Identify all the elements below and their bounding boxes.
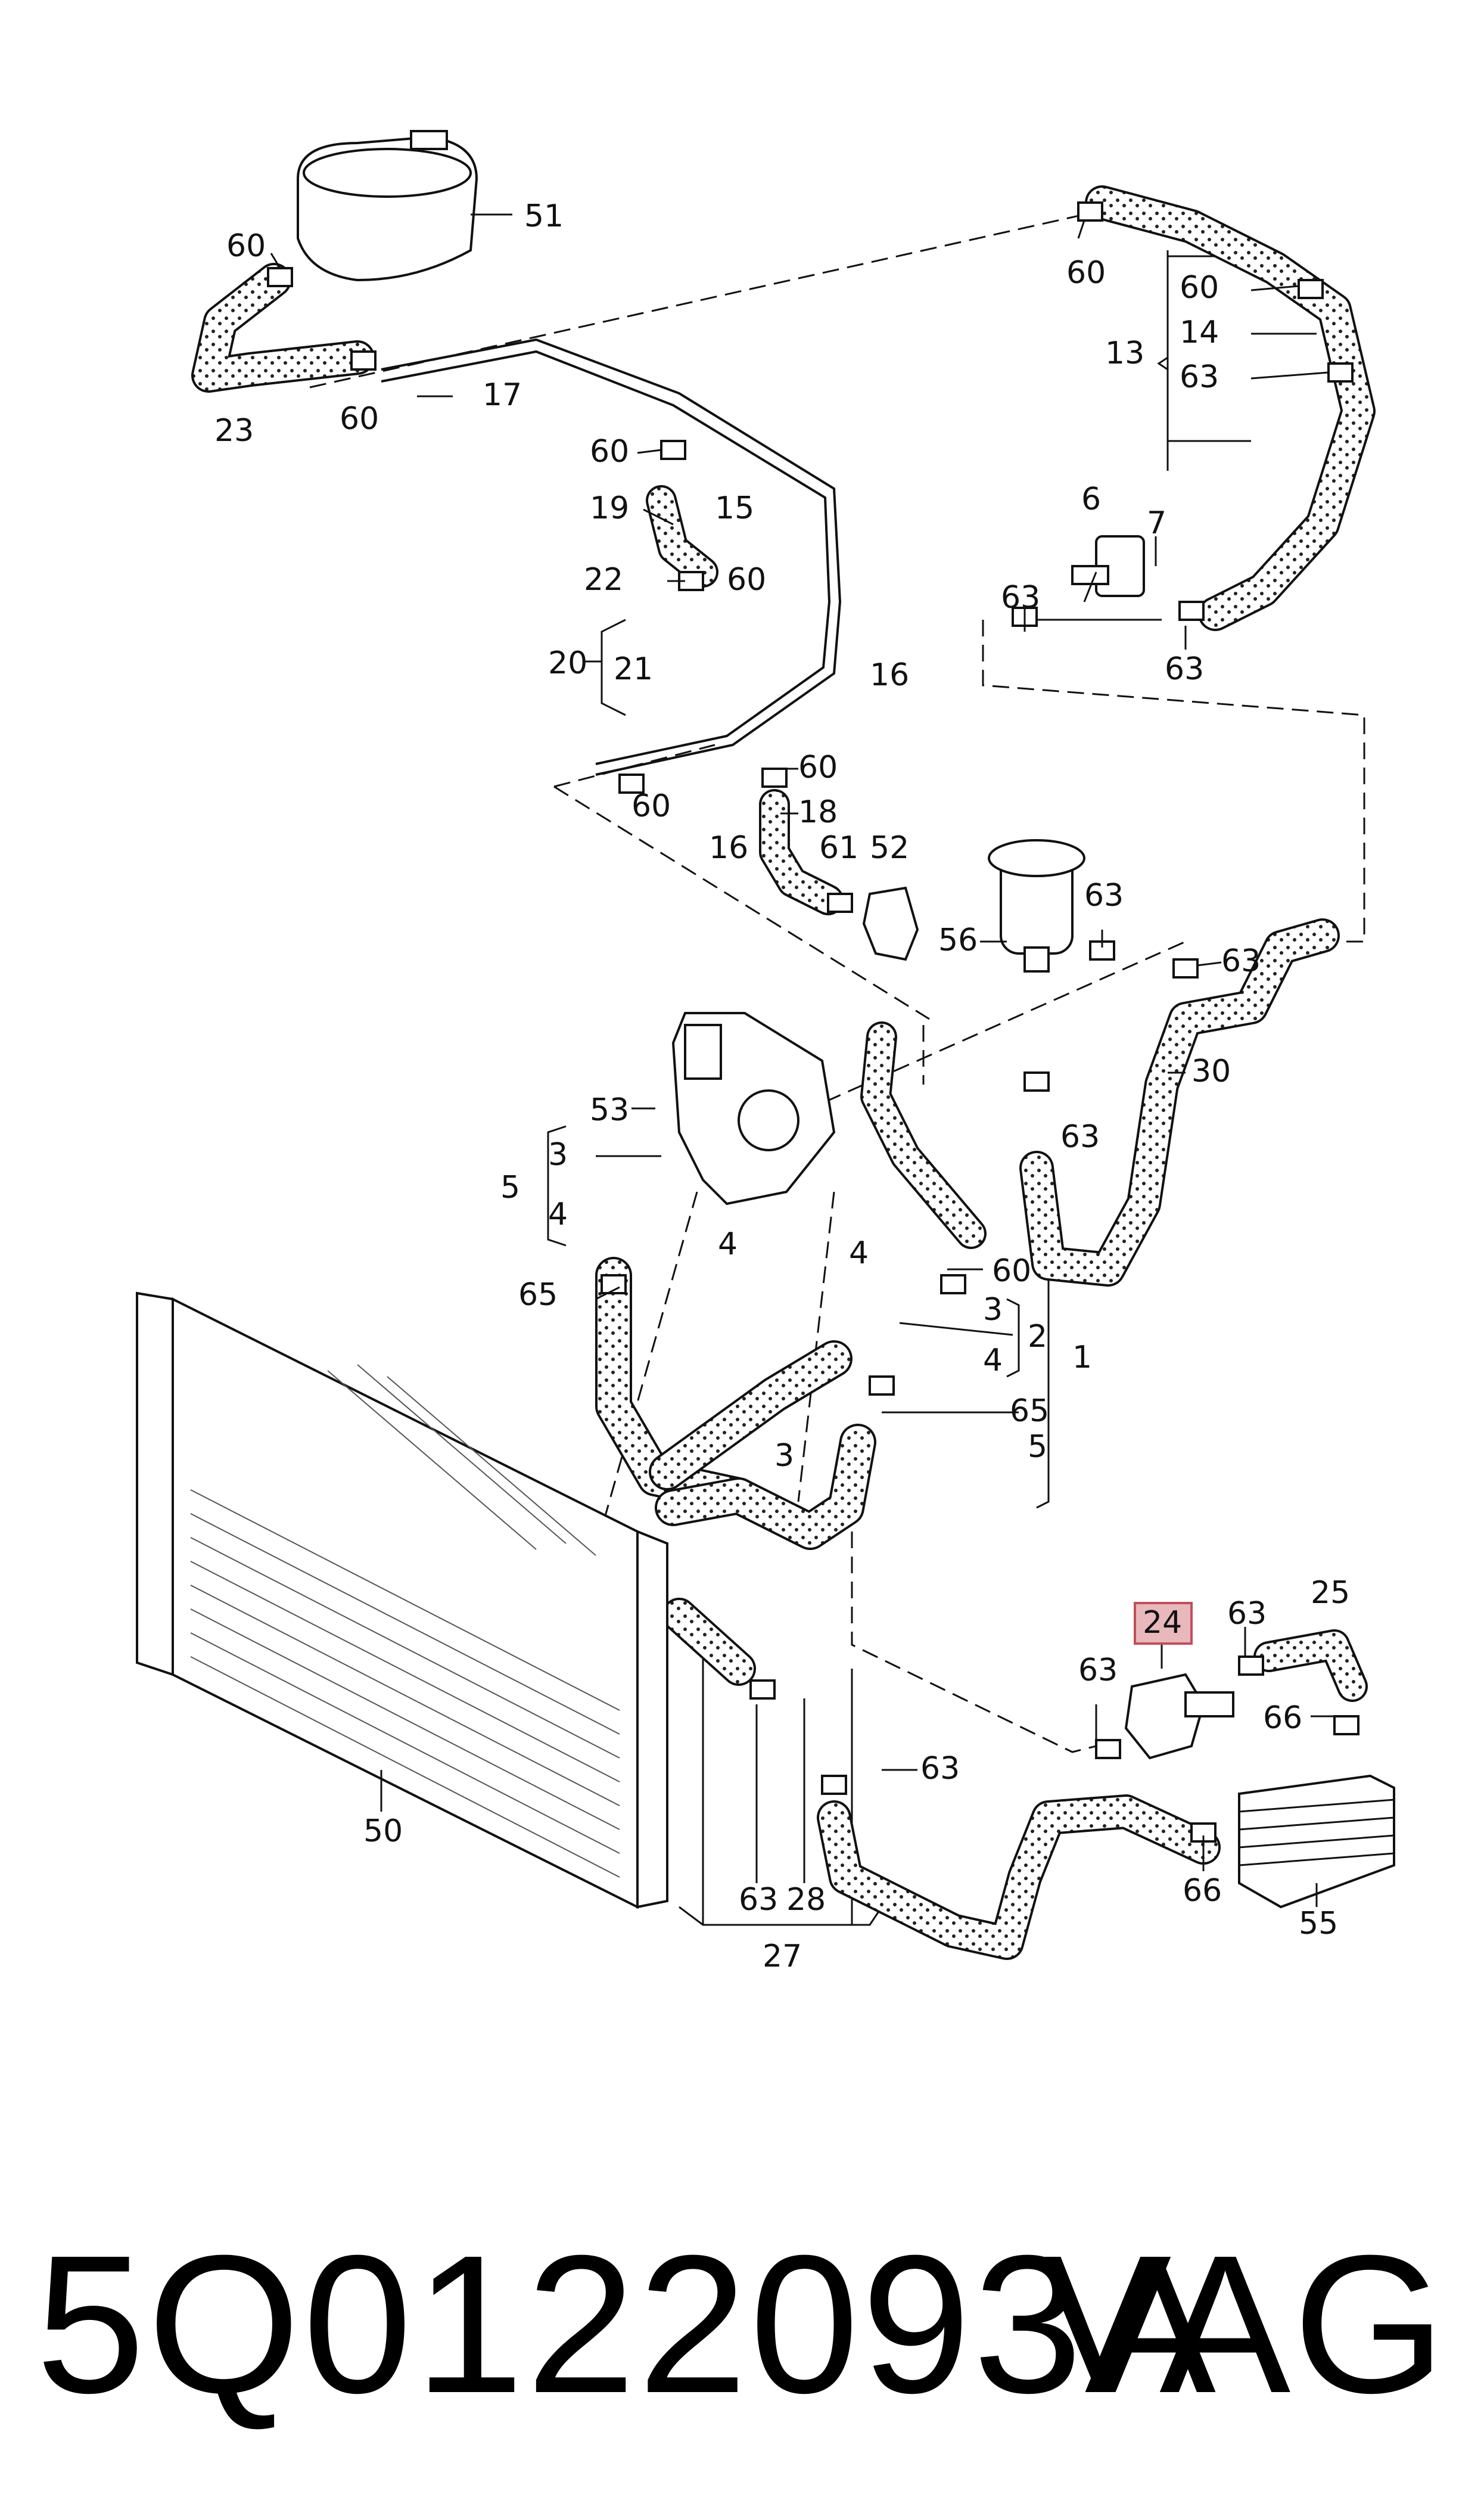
callout-4: 4	[849, 1235, 869, 1271]
callout-14: 14	[1180, 315, 1219, 350]
callout-63: 63	[1180, 359, 1219, 395]
callout-7: 7	[1147, 505, 1166, 541]
callout-20: 20	[548, 645, 587, 681]
callout-4: 4	[718, 1226, 738, 1262]
group-brackets	[547, 250, 1251, 1926]
leader-lines	[270, 213, 1334, 1907]
callout-53: 53	[590, 1092, 629, 1128]
callout-66: 66	[1183, 1873, 1222, 1909]
callout-63: 63	[1078, 1653, 1118, 1688]
callout-3: 3	[548, 1137, 568, 1173]
callout-labels: 51 60 23 60 17 60 13 60 14 63 60 19 15 2…	[214, 198, 1350, 1974]
dotted-hoses	[191, 185, 1376, 1960]
callout-3: 3	[983, 1292, 1003, 1328]
callout-60: 60	[631, 788, 671, 824]
callout-63: 63	[1165, 651, 1204, 687]
callout-18: 18	[798, 794, 838, 830]
callout-66: 66	[1263, 1700, 1302, 1736]
pump-56	[988, 839, 1085, 973]
callout-15: 15	[715, 490, 754, 526]
callout-5: 5	[500, 1170, 520, 1206]
callout-63: 63	[1227, 1596, 1267, 1632]
hose-clamps	[267, 201, 1359, 1843]
callout-13: 13	[1105, 336, 1144, 371]
callout-24: 24	[1143, 1605, 1182, 1641]
callout-23: 23	[214, 413, 254, 449]
callout-63: 63	[1084, 878, 1124, 914]
callout-63: 63	[739, 1882, 778, 1918]
callout-60: 60	[226, 228, 266, 264]
highlight-box-24	[1134, 1602, 1193, 1645]
callout-50: 50	[363, 1813, 403, 1849]
callout-61: 61	[819, 830, 858, 866]
callout-60: 60	[727, 562, 766, 598]
callout-2: 2	[1028, 1319, 1047, 1355]
callout-60: 60	[798, 750, 838, 785]
callout-60: 60	[1066, 255, 1106, 291]
callout-3: 3	[774, 1438, 794, 1474]
callout-16: 16	[709, 830, 748, 866]
coolant-pipe-15	[381, 338, 842, 776]
callout-28: 28	[786, 1882, 826, 1918]
part-number: 5Q0122093A	[36, 2214, 1219, 2434]
callout-60: 60	[590, 434, 629, 470]
callout-60: 60	[340, 401, 379, 437]
callout-65: 65	[518, 1277, 558, 1313]
radiator-50	[136, 1291, 668, 1909]
callout-4: 4	[983, 1343, 1003, 1378]
coolant-system-diagram: 51 60 23 60 17 60 13 60 14 63 60 19 15 2…	[136, 130, 1395, 1974]
callout-63: 63	[1060, 1119, 1100, 1155]
housing-53	[671, 1012, 836, 1206]
callout-5: 5	[1028, 1429, 1047, 1465]
callout-27: 27	[763, 1939, 802, 1974]
callout-22: 22	[584, 562, 623, 598]
callout-16: 16	[870, 657, 909, 693]
callout-1: 1	[1072, 1340, 1092, 1375]
callout-21: 21	[614, 651, 653, 687]
callout-55: 55	[1299, 1906, 1338, 1942]
footer: 5Q0122093A VAG	[0, 2205, 1484, 2455]
expansion-tank-51	[297, 130, 478, 282]
callout-60: 60	[992, 1253, 1031, 1289]
oil-cooler-55	[1238, 1774, 1395, 1909]
callout-63: 63	[920, 1751, 960, 1787]
callout-63: 63	[1221, 943, 1261, 979]
callout-52: 52	[870, 830, 909, 866]
callout-63: 63	[1001, 580, 1040, 616]
callout-60: 60	[1180, 270, 1219, 306]
sensor-52	[862, 886, 919, 961]
callout-65: 65	[1010, 1393, 1049, 1429]
callout-6: 6	[1081, 482, 1101, 517]
callout-56: 56	[938, 923, 978, 958]
callout-30: 30	[1191, 1054, 1231, 1089]
water-pump-24	[1124, 1673, 1234, 1760]
callout-19: 19	[590, 490, 629, 526]
callout-4: 4	[548, 1197, 568, 1232]
valve-6	[1025, 535, 1162, 621]
brand-name: VAG	[1040, 2214, 1448, 2434]
callout-25: 25	[1311, 1575, 1350, 1611]
callout-17: 17	[483, 377, 522, 413]
callout-51: 51	[524, 198, 564, 234]
